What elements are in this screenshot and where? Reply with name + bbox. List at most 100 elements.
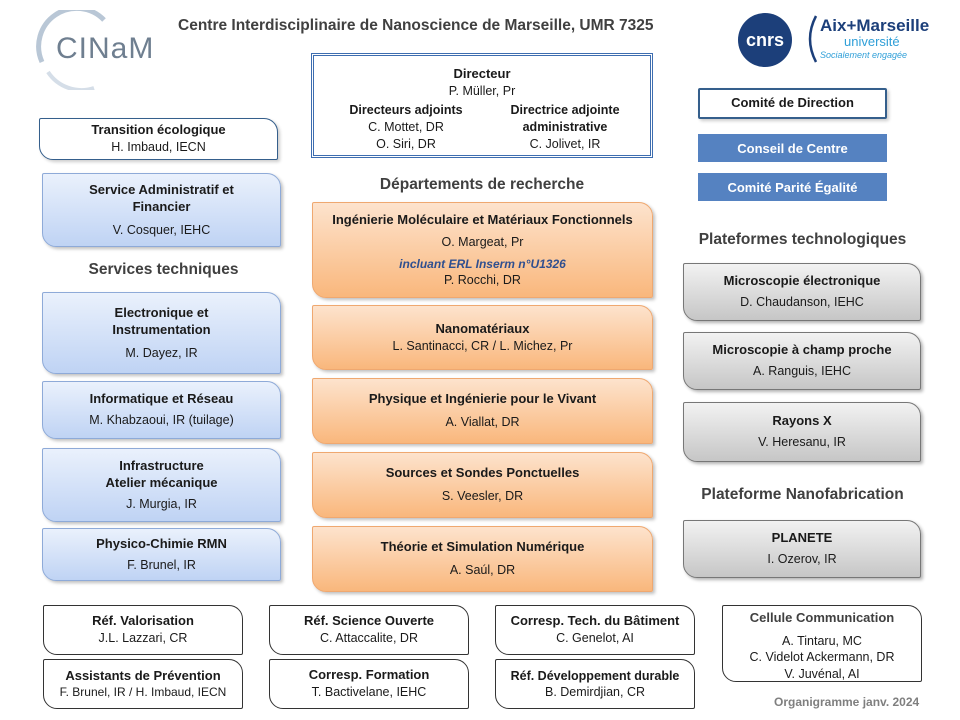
ref-batiment-name: Corresp. Tech. du Bâtiment [510,613,680,629]
communication-person-1: A. Tintaru, MC [782,633,862,648]
ref-formation-person: T. Bactivelane, IEHC [311,685,427,700]
platform-microscopie-electronique-name: Microscopie électronique [723,273,881,289]
department-theorie-name: Théorie et Simulation Numérique [380,539,585,555]
admin-deputy-title-2: administrative [522,119,608,134]
ref-valorisation: Réf. Valorisation J.L. Lazzari, CR [43,605,243,655]
service-electronique-person: M. Dayez, IR [125,345,198,360]
ref-science-ouverte-name: Réf. Science Ouverte [303,613,435,629]
platform-rayons-x: Rayons X V. Heresanu, IR [683,402,921,462]
department-imm-name: Ingénierie Moléculaire et Matériaux Fonc… [332,211,633,227]
comite-direction-box: Comité de Direction [698,88,887,119]
ref-batiment: Corresp. Tech. du Bâtiment C. Genelot, A… [495,605,695,655]
department-imm-person: O. Margeat, Pr [441,235,524,250]
platforms-heading: Plateformes technologiques [698,231,907,248]
ref-prevention-person: F. Brunel, IR / H. Imbaud, IECN [59,684,227,699]
service-infrastructure-person: J. Murgia, IR [126,496,197,511]
admin-deputy-name: C. Jolivet, IR [529,136,601,151]
service-informatique: Informatique et Réseau M. Khabzaoui, IR … [42,381,281,439]
amu-logo: Aix+Marseille université Socialement eng… [804,14,934,64]
ref-batiment-person: C. Genelot, AI [556,631,634,646]
department-vivant: Physique et Ingénierie pour le Vivant A.… [312,378,653,444]
cinam-logo-swoosh [36,5,106,92]
admin-service-person: V. Cosquer, IEHC [112,222,211,237]
transition-person: H. Imbaud, IECN [111,140,206,155]
platform-microscopie-electronique: Microscopie électronique D. Chaudanson, … [683,263,921,321]
ref-developpement-durable: Réf. Développement durable B. Demirdjian… [495,659,695,709]
amu-logo-line2: université [844,34,900,49]
transition-box: Transition écologique H. Imbaud, IECN [39,118,278,160]
ref-science-ouverte-person: C. Attaccalite, DR [320,631,418,646]
transition-name: Transition écologique [91,122,226,138]
ref-developpement-durable-person: B. Demirdjian, CR [544,685,646,699]
admin-service-name-2: Financier [132,198,191,214]
amu-logo-bracket [808,15,818,63]
comite-parite-box: Comité Parité Égalité [698,173,887,201]
service-electronique-name-2: Instrumentation [112,321,211,337]
service-electronique: Electronique et Instrumentation M. Dayez… [42,292,281,374]
communication-box: Cellule Communication A. Tintaru, MC C. … [722,605,922,682]
service-rmn-person: F. Brunel, IR [127,557,196,572]
department-nanomateriaux: Nanomatériaux L. Santinacci, CR / L. Mic… [312,305,653,370]
service-rmn: Physico-Chimie RMN F. Brunel, IR [42,528,281,581]
department-nanomateriaux-person: L. Santinacci, CR / L. Michez, Pr [392,338,573,353]
nanofab-heading: Plateforme Nanofabrication [701,486,904,503]
ref-formation: Corresp. Formation T. Bactivelane, IEHC [269,659,469,709]
service-informatique-name: Informatique et Réseau [89,391,234,407]
director-title: Directeur [453,66,511,81]
platform-planete: PLANETE I. Ozerov, IR [683,520,921,578]
footer-date: Organigramme janv. 2024 [774,695,920,709]
platform-rayons-x-name: Rayons X [772,413,832,429]
platform-microscopie-electronique-person: D. Chaudanson, IEHC [740,295,864,310]
platform-rayons-x-person: V. Heresanu, IR [758,435,846,450]
ref-prevention-name: Assistants de Prévention [65,667,221,683]
deputy-2: O. Siri, DR [376,136,436,151]
department-theorie-person: A. Saúl, DR [449,563,516,578]
direction-box: Directeur P. Müller, Pr Directeurs adjoi… [311,53,653,158]
deputy-1: C. Mottet, DR [368,119,444,134]
conseil-centre-box: Conseil de Centre [698,134,887,162]
service-electronique-name-1: Electronique et [114,304,209,320]
admin-service-name-1: Service Administratif et [89,181,234,197]
ref-valorisation-name: Réf. Valorisation [92,613,194,629]
cinam-logo-text: CINaM [56,32,155,65]
department-imm: Ingénierie Moléculaire et Matériaux Fonc… [312,202,653,298]
platform-champ-proche: Microscopie à champ proche A. Ranguis, I… [683,332,921,390]
cnrs-logo: cnrs [738,13,792,67]
comite-direction-label: Comité de Direction [731,95,854,111]
page-title: Centre Interdisciplinaire de Nanoscience… [178,17,654,34]
platform-planete-person: I. Ozerov, IR [767,552,837,567]
comite-parite-label: Comité Parité Égalité [727,179,858,195]
cnrs-logo-text: cnrs [745,29,785,50]
service-infrastructure-name-2: Atelier mécanique [105,474,218,490]
service-informatique-person: M. Khabzaoui, IR (tuilage) [89,413,234,428]
departments-heading: Départements de recherche [379,176,585,193]
conseil-centre-label: Conseil de Centre [737,140,848,156]
service-infrastructure: Infrastructure Atelier mécanique J. Murg… [42,448,281,522]
director-name: P. Müller, Pr [448,83,516,98]
department-imm-sub-person: P. Rocchi, DR [444,273,521,288]
department-nanomateriaux-name: Nanomatériaux [435,320,530,336]
department-vivant-person: A. Viallat, DR [445,415,520,430]
admin-deputy-title-1: Directrice adjointe [510,103,620,117]
department-vivant-name: Physique et Ingénierie pour le Vivant [368,391,597,407]
ref-science-ouverte: Réf. Science Ouverte C. Attaccalite, DR [269,605,469,655]
platform-champ-proche-person: A. Ranguis, IEHC [753,364,851,379]
communication-person-3: V. Juvénal, AI [784,667,860,682]
services-heading: Services techniques [88,261,239,278]
cinam-logo: CINaM [34,5,164,92]
service-rmn-name: Physico-Chimie RMN [96,535,227,551]
amu-logo-line3: Socialement engagée [820,50,908,60]
ref-valorisation-person: J.L. Lazzari, CR [98,631,188,646]
ref-formation-name: Corresp. Formation [308,667,430,683]
platform-planete-name: PLANETE [771,530,833,546]
department-sources-person: S. Veesler, DR [441,489,524,504]
admin-service-box: Service Administratif et Financier V. Co… [42,173,281,247]
department-imm-sub: incluant ERL Inserm n°U1326 [399,256,566,271]
amu-logo-line1: Aix+Marseille [820,16,930,35]
ref-developpement-durable-name: Réf. Développement durable [510,668,680,683]
communication-name: Cellule Communication [749,610,895,625]
ref-prevention: Assistants de Prévention F. Brunel, IR /… [43,659,243,709]
platform-champ-proche-name: Microscopie à champ proche [712,342,892,358]
communication-person-2: C. Videlot Ackermann, DR [749,650,895,665]
department-sources-name: Sources et Sondes Ponctuelles [385,465,580,481]
